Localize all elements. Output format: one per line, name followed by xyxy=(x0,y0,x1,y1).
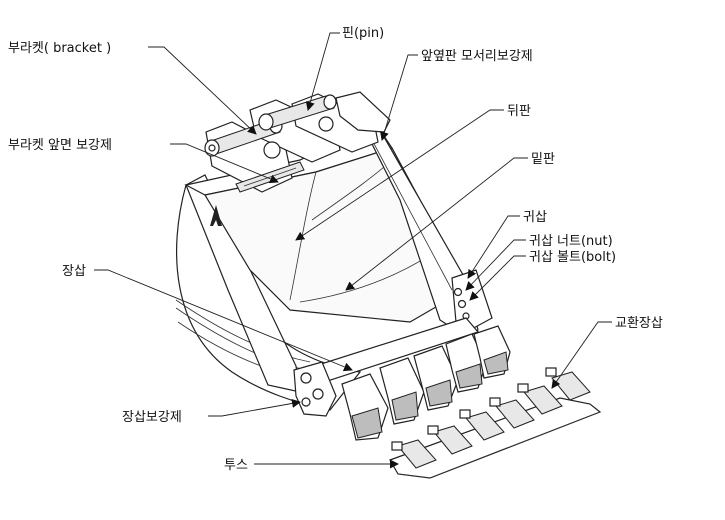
logo-mark xyxy=(210,205,222,226)
label-bracket-front-reinforcement: 부라켓 앞면 보강제 xyxy=(8,138,112,153)
label-cutting-edge: 장삽 xyxy=(62,264,86,279)
label-bracket: 부라켓( bracket ) xyxy=(8,41,111,56)
bucket-body xyxy=(175,127,479,411)
label-pin: 핀(pin) xyxy=(342,26,384,41)
edge-teeth xyxy=(341,325,511,441)
label-side-cutter-bolt: 귀삽 볼트(bolt) xyxy=(529,250,616,265)
bracket-assembly xyxy=(204,91,391,193)
cutting-edge-assembly xyxy=(293,317,602,479)
pin-rear xyxy=(258,94,337,131)
label-replaceable-edge: 교환장삽 xyxy=(615,316,663,331)
leader-lines xyxy=(94,32,612,469)
label-side-cutter: 귀삽 xyxy=(523,210,547,225)
label-cutting-edge-reinforcement: 장삽보강제 xyxy=(122,410,182,425)
label-tooth: 투스 xyxy=(224,458,248,473)
label-back-plate: 뒤판 xyxy=(507,104,531,119)
label-side-edge-reinforcement: 앞옆판 모서리보강제 xyxy=(421,49,533,64)
replaceable-edges xyxy=(389,367,602,479)
label-side-cutter-nut: 귀삽 너트(nut) xyxy=(529,234,613,249)
labels: 핀(pin) 부라켓( bracket ) 앞옆판 모서리보강제 뒤판 부라켓 … xyxy=(8,26,663,473)
label-bottom-plate: 밑판 xyxy=(531,152,555,167)
